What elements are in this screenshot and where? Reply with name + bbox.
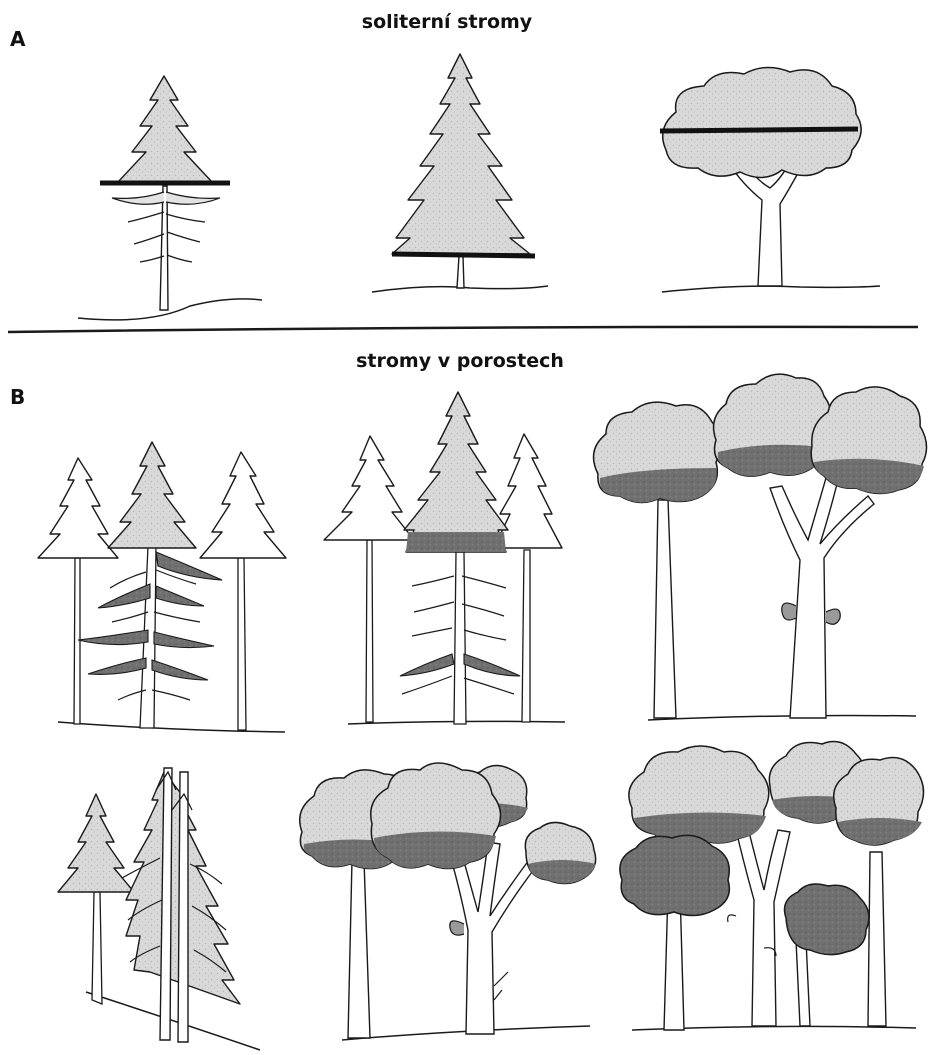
broadleaf-tree-icon [594, 402, 722, 502]
conifer-tree-icon [78, 76, 262, 320]
conifer-tree-icon [400, 392, 520, 724]
section-b [38, 374, 927, 1050]
section-divider [8, 327, 918, 332]
conifer-tree-icon [122, 768, 240, 1042]
stand-conifers-1 [38, 442, 286, 732]
broadleaf-tree-icon [525, 822, 596, 883]
section-b-title: stromy v porostech [356, 350, 564, 372]
section-a-letter: A [10, 27, 26, 51]
conifer-tree-icon [372, 54, 548, 292]
broadleaf-tree-icon [629, 746, 769, 843]
section-b-letter: B [10, 385, 25, 409]
stand-conifers-2 [324, 392, 565, 724]
crown-base-line [660, 129, 858, 131]
conifer-tree-icon [200, 452, 286, 730]
conifer-tree-icon [78, 442, 222, 728]
conifer-tree-icon [38, 458, 118, 724]
stand-conifers-3 [58, 768, 260, 1050]
broadleaf-tree-icon [785, 884, 869, 955]
crown-base-line [392, 254, 535, 256]
section-a-title: soliterní stromy [362, 11, 533, 33]
conifer-tree-icon [58, 794, 134, 1004]
section-a [78, 54, 880, 320]
broadleaf-tree-icon [660, 67, 880, 292]
broadleaf-tree-icon [620, 835, 730, 915]
stand-broadleaf-2 [300, 763, 596, 1040]
stand-broadleaf-3 [620, 742, 924, 1030]
stand-broadleaf-1 [594, 374, 927, 720]
conifer-tree-icon [494, 434, 562, 722]
conifer-tree-icon [324, 436, 414, 722]
